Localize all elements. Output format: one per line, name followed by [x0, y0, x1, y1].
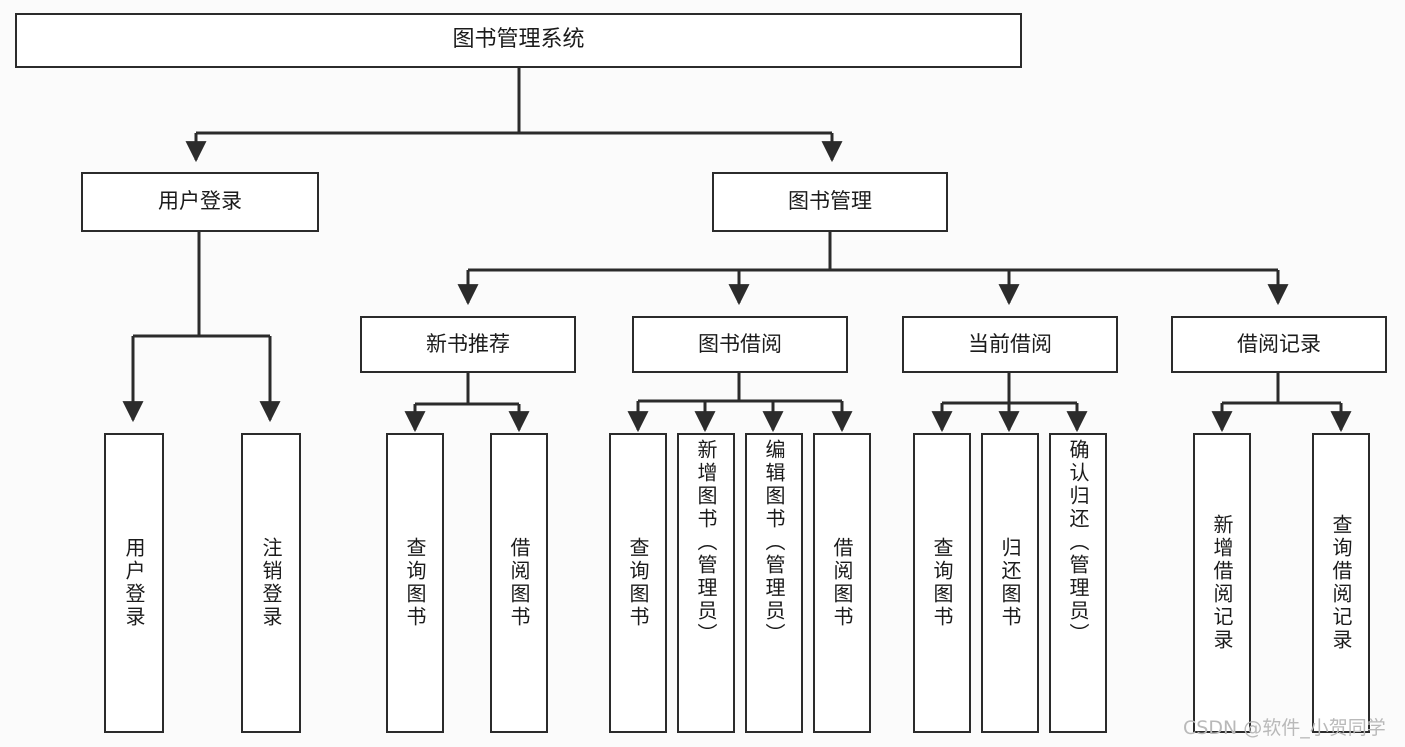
node-book-manage-label: 图书管理: [788, 189, 872, 214]
leaf-borrow-book-2-label: 借阅图书: [830, 537, 854, 629]
csdn-watermark: CSDN @软件_小贺同学: [1183, 717, 1386, 739]
leaf-return-book[interactable]: 归还图书: [981, 433, 1039, 733]
node-book-borrow-label: 图书借阅: [698, 331, 782, 356]
leaf-confirm-return-label: 确认归还（管理员）: [1066, 439, 1090, 646]
node-book-manage[interactable]: 图书管理: [712, 172, 948, 232]
node-borrow-record-label: 借阅记录: [1237, 331, 1321, 356]
node-book-borrow[interactable]: 图书借阅: [632, 316, 848, 373]
node-user-login-label: 用户登录: [158, 189, 242, 214]
leaf-query-borrow-record[interactable]: 查询借阅记录: [1312, 433, 1370, 733]
node-root-system[interactable]: 图书管理系统: [15, 13, 1022, 68]
leaf-user-login[interactable]: 用户登录: [104, 433, 164, 733]
leaf-query-book-2[interactable]: 查询图书: [609, 433, 667, 733]
leaf-user-login-label: 用户登录: [122, 537, 146, 629]
leaf-query-book-1-label: 查询图书: [403, 537, 427, 629]
leaf-query-borrow-record-label: 查询借阅记录: [1329, 514, 1353, 652]
leaf-add-book[interactable]: 新增图书（管理员）: [677, 433, 735, 733]
node-borrow-record[interactable]: 借阅记录: [1171, 316, 1387, 373]
leaf-query-book-1[interactable]: 查询图书: [386, 433, 444, 733]
leaf-add-borrow-record-label: 新增借阅记录: [1210, 514, 1234, 652]
leaf-return-book-label: 归还图书: [998, 537, 1022, 629]
node-new-book-recommend-label: 新书推荐: [426, 331, 510, 356]
leaf-query-book-3-label: 查询图书: [930, 537, 954, 629]
leaf-query-book-3[interactable]: 查询图书: [913, 433, 971, 733]
node-user-login[interactable]: 用户登录: [81, 172, 319, 232]
leaf-logout-login-label: 注销登录: [259, 537, 283, 629]
leaf-logout-login[interactable]: 注销登录: [241, 433, 301, 733]
leaf-borrow-book-1-label: 借阅图书: [507, 537, 531, 629]
leaf-edit-book[interactable]: 编辑图书（管理员）: [745, 433, 803, 733]
leaf-borrow-book-2[interactable]: 借阅图书: [813, 433, 871, 733]
node-current-borrow-label: 当前借阅: [968, 331, 1052, 356]
leaf-confirm-return[interactable]: 确认归还（管理员）: [1049, 433, 1107, 733]
node-root-system-label: 图书管理系统: [452, 27, 585, 53]
node-new-book-recommend[interactable]: 新书推荐: [360, 316, 576, 373]
leaf-add-borrow-record[interactable]: 新增借阅记录: [1193, 433, 1251, 733]
leaf-add-book-label: 新增图书（管理员）: [694, 439, 718, 646]
node-current-borrow[interactable]: 当前借阅: [902, 316, 1118, 373]
leaf-query-book-2-label: 查询图书: [626, 537, 650, 629]
leaf-edit-book-label: 编辑图书（管理员）: [762, 439, 786, 646]
leaf-borrow-book-1[interactable]: 借阅图书: [490, 433, 548, 733]
